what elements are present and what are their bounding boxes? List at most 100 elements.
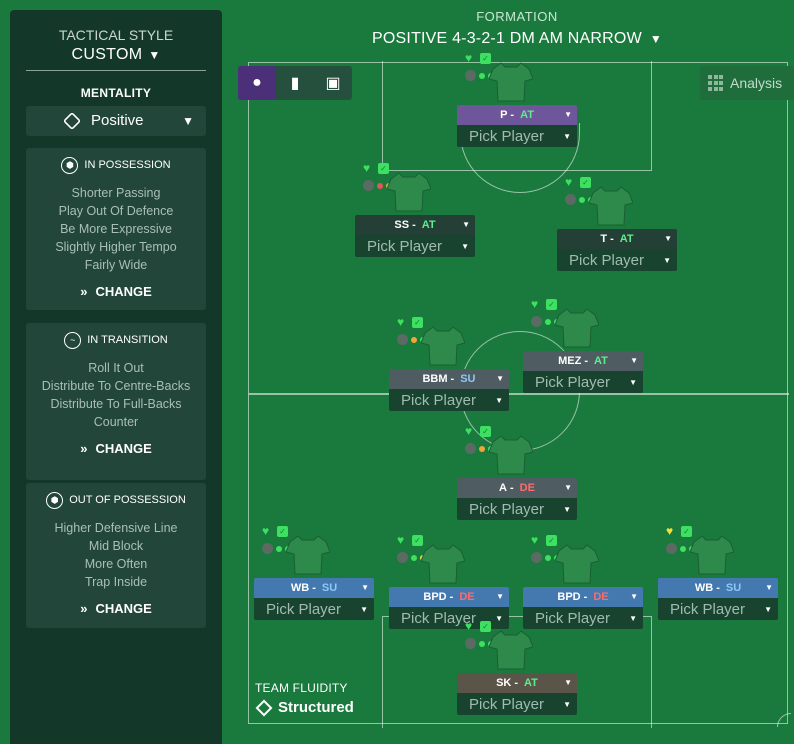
heart-icon: ♥ (465, 424, 473, 438)
player-slot[interactable]: ♥✓MEZ-AT▼Pick Player▼ (523, 298, 643, 393)
role-separator: - (510, 482, 514, 494)
change-in-possession-button[interactable]: » CHANGE (26, 284, 206, 299)
analysis-button[interactable]: Analysis (700, 66, 794, 100)
grid-icon (708, 75, 724, 91)
role-selector[interactable]: BPD-DE▼ (523, 587, 643, 607)
in-transition-title: IN TRANSITION (87, 334, 168, 346)
status-dot (680, 545, 686, 552)
heart-icon: ♥ (565, 175, 573, 189)
shirt-icon (489, 435, 533, 475)
status-dot (363, 180, 374, 191)
view-tabs: ● ▮ ▣ (238, 66, 352, 100)
player-slot[interactable]: ♥✓WB-SU▼Pick Player▼ (254, 525, 374, 620)
chevron-down-icon: ▼ (649, 32, 662, 46)
shirt-icon (555, 544, 599, 584)
heart-icon: ♥ (531, 297, 539, 311)
player-slot[interactable]: ♥✓BPD-DE▼Pick Player▼ (389, 534, 509, 629)
status-icon: ✓ (480, 426, 491, 437)
instruction-item: Fairly Wide (84, 258, 148, 272)
role-selector[interactable]: WB-SU▼ (254, 578, 374, 598)
pick-player-dropdown[interactable]: Pick Player▼ (523, 607, 643, 629)
pick-player-dropdown[interactable]: Pick Player▼ (658, 598, 778, 620)
corner-arc (777, 713, 791, 727)
pick-player-label: Pick Player (569, 251, 645, 269)
player-slot[interactable]: ♥✓P-AT▼Pick Player▼ (457, 52, 577, 147)
instructions-view-tab[interactable]: ▣ (314, 66, 352, 100)
mentality-dropdown[interactable]: Positive ▼ (26, 106, 206, 136)
status-dot (397, 334, 408, 345)
pick-player-label: Pick Player (266, 600, 342, 618)
chevron-down-icon: ▼ (630, 592, 638, 601)
pick-player-dropdown[interactable]: Pick Player▼ (457, 125, 577, 147)
pick-player-dropdown[interactable]: Pick Player▼ (557, 249, 677, 271)
double-chevron-right-icon: » (80, 441, 88, 456)
role-selector[interactable]: BPD-DE▼ (389, 587, 509, 607)
heart-icon: ♥ (666, 524, 674, 538)
ball-icon: ⬢ (61, 156, 79, 174)
chevron-down-icon: ▼ (496, 592, 504, 601)
diamond-icon (255, 699, 273, 716)
pick-player-dropdown[interactable]: Pick Player▼ (355, 235, 475, 257)
role-selector[interactable]: MEZ-AT▼ (523, 351, 643, 371)
status-icon: ✓ (681, 526, 692, 537)
pick-player-dropdown[interactable]: Pick Player▼ (389, 389, 509, 411)
instruction-item: Mid Block (88, 539, 144, 553)
team-fluidity-value: Structured (255, 699, 354, 716)
status-dot (262, 543, 273, 554)
change-label: CHANGE (95, 284, 152, 299)
status-dot (565, 194, 576, 205)
chevron-down-icon: ▼ (182, 114, 194, 128)
role-selector[interactable]: T-AT▼ (557, 229, 677, 249)
status-dot (479, 445, 485, 452)
chevron-down-icon: ▼ (361, 583, 369, 592)
player-slot[interactable]: ♥ ✓ A-DE▼Pick Player▼ (457, 425, 577, 520)
status-icon: ✓ (277, 526, 288, 537)
pick-player-dropdown[interactable]: Pick Player▼ (523, 371, 643, 393)
heart-icon: ♥ (397, 315, 405, 329)
pick-player-label: Pick Player (469, 500, 545, 518)
stats-view-tab[interactable]: ▮ (276, 66, 314, 100)
role-selector[interactable]: WB-SU▼ (658, 578, 778, 598)
pick-player-dropdown[interactable]: Pick Player▼ (457, 693, 577, 715)
player-slot[interactable]: ♥✓WB-SU▼Pick Player▼ (658, 525, 778, 620)
formation-dropdown[interactable]: POSITIVE 4-3-2-1 DM AM NARROW▼ (360, 30, 674, 48)
status-icon: ✓ (480, 53, 491, 64)
pick-player-dropdown[interactable]: Pick Player▼ (457, 498, 577, 520)
player-slot[interactable]: ♥✓SK-AT▼Pick Player▼ (457, 620, 577, 715)
change-in-transition-button[interactable]: » CHANGE (26, 441, 206, 456)
player-view-tab[interactable]: ● (238, 66, 276, 100)
shirt-icon (690, 535, 734, 575)
player-slot[interactable]: ♥✓T-AT▼Pick Player▼ (557, 176, 677, 271)
role-separator: - (449, 591, 454, 603)
role-selector[interactable]: A-DE▼ (457, 478, 577, 498)
tactics-sidebar: TACTICAL STYLE CUSTOM▼ MENTALITY Positiv… (10, 10, 222, 744)
player-slot[interactable]: ♥✓BPD-DE▼Pick Player▼ (523, 534, 643, 629)
status-icon: ✓ (378, 163, 389, 174)
role-code: MEZ (558, 355, 582, 367)
role-selector[interactable]: SK-AT▼ (457, 673, 577, 693)
pick-player-label: Pick Player (670, 600, 746, 618)
chevron-down-icon: ▼ (462, 220, 470, 229)
status-icon: ✓ (412, 535, 423, 546)
change-out-of-possession-button[interactable]: » CHANGE (26, 601, 206, 616)
formation-label: FORMATION (476, 9, 558, 24)
chevron-down-icon: ▼ (564, 110, 572, 119)
pick-player-dropdown[interactable]: Pick Player▼ (389, 607, 509, 629)
role-selector[interactable]: BBM-SU▼ (389, 369, 509, 389)
double-chevron-right-icon: » (80, 601, 88, 616)
instruction-item: Slightly Higher Tempo (55, 240, 177, 254)
role-selector[interactable]: P-AT▼ (457, 105, 577, 125)
status-dot (545, 554, 551, 561)
bottom-penalty-box (382, 616, 652, 728)
role-selector[interactable]: SS-AT▼ (355, 215, 475, 235)
role-code: WB (694, 582, 714, 594)
player-slot[interactable]: ♥✓BBM-SU▼Pick Player▼ (389, 316, 509, 411)
pick-player-dropdown[interactable]: Pick Player▼ (254, 598, 374, 620)
player-slot[interactable]: ♥✓SS-AT▼Pick Player▼ (355, 162, 475, 257)
chevron-down-icon: ▼ (564, 678, 572, 687)
chevron-down-icon: ▼ (495, 396, 503, 405)
tactical-style-dropdown[interactable]: CUSTOM▼ (10, 46, 222, 64)
chevron-down-icon: ▼ (765, 583, 773, 592)
status-dot (411, 554, 417, 561)
status-dot (397, 552, 408, 563)
